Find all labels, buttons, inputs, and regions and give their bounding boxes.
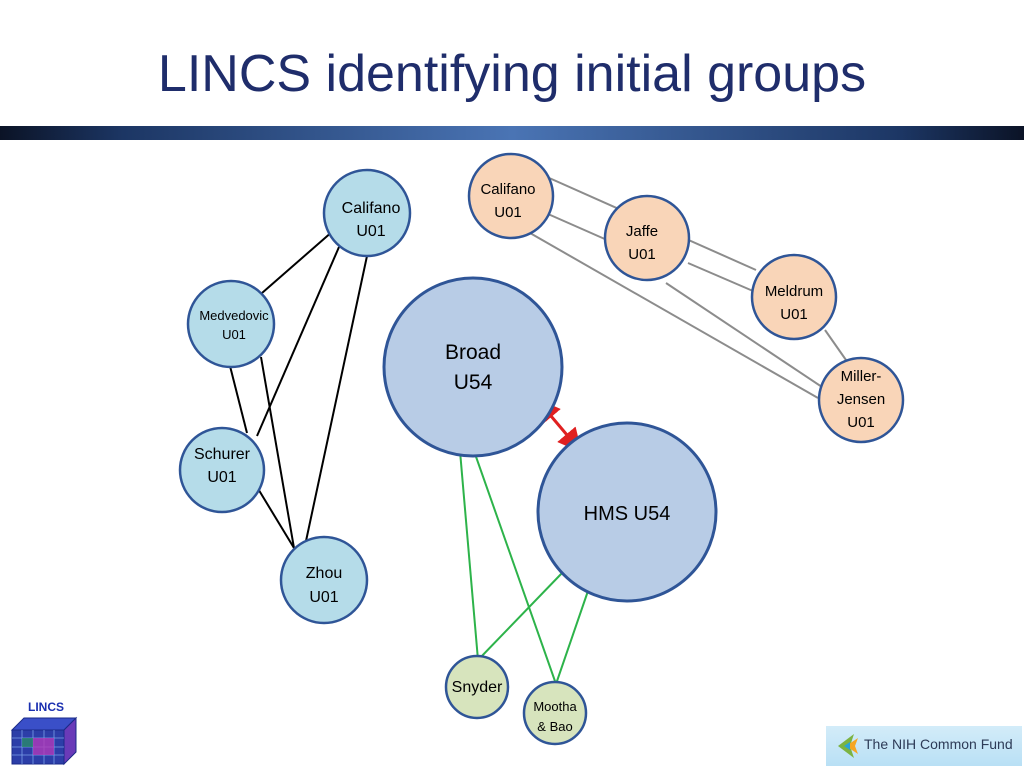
node-miller-jensen: Miller- Jensen U01 [817, 356, 905, 444]
lincs-logo: LINCS [8, 700, 84, 766]
edge-hms-mootha [555, 587, 590, 685]
u54-collaborator-edges [459, 450, 590, 685]
node-califano-right: Califano U01 [467, 152, 555, 240]
node-label: U01 [780, 306, 808, 323]
node-label: Mootha [533, 699, 577, 714]
node-label: Broad [445, 341, 501, 364]
edge-califano-jaffe [547, 213, 608, 241]
title-divider-bar [0, 126, 1024, 140]
edge-califano-miller-jensen [529, 232, 819, 399]
node-broad-u54: Broad U54 [382, 276, 564, 458]
edge-broad-mootha [473, 450, 557, 685]
node-medvedovic: Medvedovic U01 [186, 279, 276, 369]
node-label: Califano [480, 181, 535, 198]
node-label: Zhou [306, 565, 342, 582]
edge-medvedovic-schurer [229, 365, 248, 434]
node-label: Snyder [452, 679, 503, 696]
node-label: Medvedovic [199, 308, 269, 323]
edge-califano-zhou [305, 255, 368, 542]
node-label: Jaffe [626, 223, 658, 240]
node-label: U01 [356, 223, 385, 240]
node-schurer: Schurer U01 [178, 426, 266, 514]
nih-chevron-icon [838, 734, 858, 758]
edge-medvedovic-zhou [260, 356, 295, 549]
node-label: U01 [222, 327, 246, 342]
node-label: U01 [847, 414, 875, 431]
node-label: U01 [628, 246, 656, 263]
node-meldrum: Meldrum U01 [750, 253, 838, 341]
edge-califano-schurer [256, 246, 340, 437]
node-label: Miller- [841, 368, 882, 385]
node-label: Califano [342, 200, 401, 217]
edge-jaffe-meldrum [687, 262, 754, 292]
node-label: U01 [309, 589, 338, 606]
node-jaffe: Jaffe U01 [603, 194, 691, 282]
edge-meldrum-miller-jensen [824, 329, 847, 361]
edge-califano-medvedovic [261, 230, 334, 294]
node-label: U01 [207, 469, 236, 486]
slide-title: LINCS identifying initial groups [157, 45, 867, 103]
edge-jaffe-miller-jensen [665, 282, 823, 388]
node-label: U01 [494, 204, 522, 221]
edge-schurer-zhou [256, 486, 295, 549]
nih-common-fund-logo: The NIH Common Fund [826, 726, 1022, 766]
edge-hms-snyder [477, 571, 564, 661]
node-snyder: Snyder [444, 654, 510, 720]
lincs-cube-icon [10, 716, 78, 766]
node-label: & Bao [537, 719, 572, 734]
node-label: HMS U54 [584, 503, 671, 525]
left-cluster-edges [229, 230, 368, 549]
nih-logo-text: The NIH Common Fund [864, 736, 1013, 752]
node-label: U54 [454, 371, 493, 394]
node-mootha-bao: Mootha & Bao [522, 680, 588, 746]
node-zhou: Zhou U01 [279, 535, 369, 625]
node-hms-u54: HMS U54 [536, 421, 718, 603]
edge-broad-snyder [459, 450, 479, 661]
node-label: Meldrum [765, 283, 823, 300]
node-califano-left: Califano U01 [322, 168, 412, 258]
node-label: Jensen [837, 391, 885, 408]
lincs-logo-text: LINCS [28, 700, 64, 714]
node-label: Schurer [194, 446, 251, 463]
